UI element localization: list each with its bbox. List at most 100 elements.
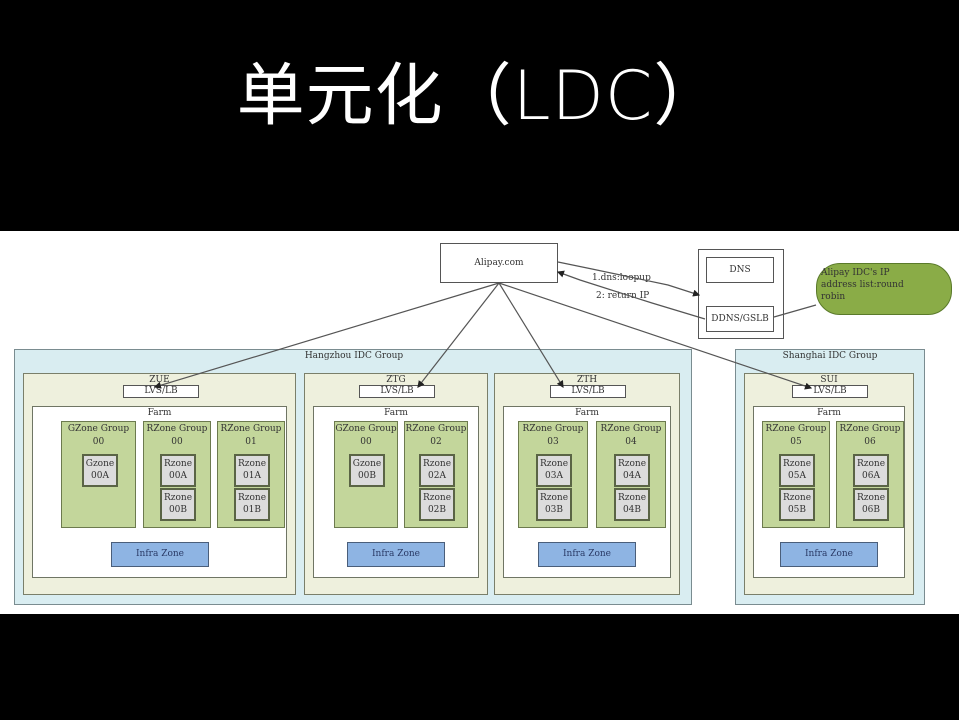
alipay-label: Alipay.com <box>474 258 524 268</box>
ddns-gslb-label: DDNS/GSLB <box>711 314 769 324</box>
zone-id: 01B <box>242 505 262 515</box>
cell-name: SUI <box>820 375 838 385</box>
infra-zone: Infra Zone <box>111 542 209 567</box>
farm-label: Farm <box>384 408 408 418</box>
zone-type: Rzone <box>237 459 267 469</box>
zone-id: 01A <box>243 471 261 481</box>
note-line-3: robin <box>821 292 846 302</box>
zone-box: Rzone 01A <box>234 454 270 487</box>
zone-type: Rzone <box>782 493 812 503</box>
farm-label: Farm <box>817 408 841 418</box>
ip-list-note: Alipay IDC's IP address list:round robin <box>816 263 952 315</box>
zone-id: 03A <box>545 471 563 481</box>
zone-box: Rzone 04A <box>614 454 650 487</box>
zone-group-number: 00 <box>92 437 105 447</box>
zone-type: Rzone <box>163 493 193 503</box>
dns-label: DNS <box>729 265 751 275</box>
step-2-label: 2: return IP <box>596 291 650 301</box>
lvs-lb-node: LVS/LB <box>359 385 435 398</box>
dns-node: DNS <box>706 257 774 283</box>
zone-group-title: RZone Group <box>765 424 827 434</box>
zone-group-title: GZone Group <box>335 424 397 434</box>
alipay-node: Alipay.com <box>440 243 558 283</box>
slide-title: 单元化（LDC） <box>236 57 723 136</box>
zone-box: Rzone 03B <box>536 488 572 521</box>
zone-type: Gzone <box>85 459 115 469</box>
infra-zone-label: Infra Zone <box>804 549 853 559</box>
zone-group-title: RZone Group <box>405 424 467 434</box>
infra-zone-label: Infra Zone <box>371 549 420 559</box>
zone-box: Rzone 06B <box>853 488 889 521</box>
architecture-diagram: Alipay.com DNS DDNS/GSLB Alipay IDC's IP… <box>0 231 959 614</box>
zone-group-title: GZone Group <box>67 424 130 434</box>
infra-zone: Infra Zone <box>538 542 636 567</box>
zone-id: 00A <box>169 471 187 481</box>
lvs-lb-label: LVS/LB <box>571 386 605 396</box>
zone-box: Rzone 04B <box>614 488 650 521</box>
zone-type: Rzone <box>617 459 647 469</box>
zone-id: 05B <box>787 505 807 515</box>
step-1-label: 1.dns:loopup <box>592 273 651 283</box>
lvs-lb-node: LVS/LB <box>123 385 199 398</box>
zone-type: Rzone <box>782 459 812 469</box>
zone-type: Rzone <box>163 459 193 469</box>
lvs-lb-node: LVS/LB <box>792 385 868 398</box>
zone-group-number: 01 <box>245 437 257 447</box>
infra-zone: Infra Zone <box>780 542 878 567</box>
zone-group-title: RZone Group <box>220 424 282 434</box>
zone-group-title: RZone Group <box>839 424 901 434</box>
zone-id: 06B <box>861 505 881 515</box>
infra-zone: Infra Zone <box>347 542 445 567</box>
zone-id: 04B <box>622 505 642 515</box>
zone-type: Rzone <box>539 459 569 469</box>
zone-type: Rzone <box>422 459 452 469</box>
hangzhou-label: Hangzhou IDC Group <box>304 351 404 361</box>
zone-box: Rzone 05A <box>779 454 815 487</box>
zone-type: Rzone <box>539 493 569 503</box>
lvs-lb-node: LVS/LB <box>550 385 626 398</box>
zone-group-number: 00 <box>360 437 372 447</box>
zone-type: Rzone <box>856 493 886 503</box>
lvs-lb-label: LVS/LB <box>380 386 414 396</box>
zone-box: Rzone 03A <box>536 454 572 487</box>
zone-group-number: 03 <box>547 437 559 447</box>
zone-id: 02B <box>427 505 447 515</box>
zone-type: Gzone <box>352 459 382 469</box>
dns-container: DNS DDNS/GSLB <box>698 249 784 339</box>
farm-label: Farm <box>575 408 599 418</box>
lvs-lb-label: LVS/LB <box>813 386 847 396</box>
zone-group-number: 00 <box>171 437 183 447</box>
zone-id: 04A <box>623 471 641 481</box>
lvs-lb-label: LVS/LB <box>144 386 178 396</box>
zone-id: 05A <box>788 471 806 481</box>
infra-zone-label: Infra Zone <box>135 549 184 559</box>
zone-id: 03B <box>544 505 564 515</box>
zone-group-title: RZone Group <box>522 424 584 434</box>
zone-group-number: 05 <box>790 437 802 447</box>
zone-type: Rzone <box>856 459 886 469</box>
zone-box: Rzone 00A <box>160 454 196 487</box>
zone-type: Rzone <box>617 493 647 503</box>
